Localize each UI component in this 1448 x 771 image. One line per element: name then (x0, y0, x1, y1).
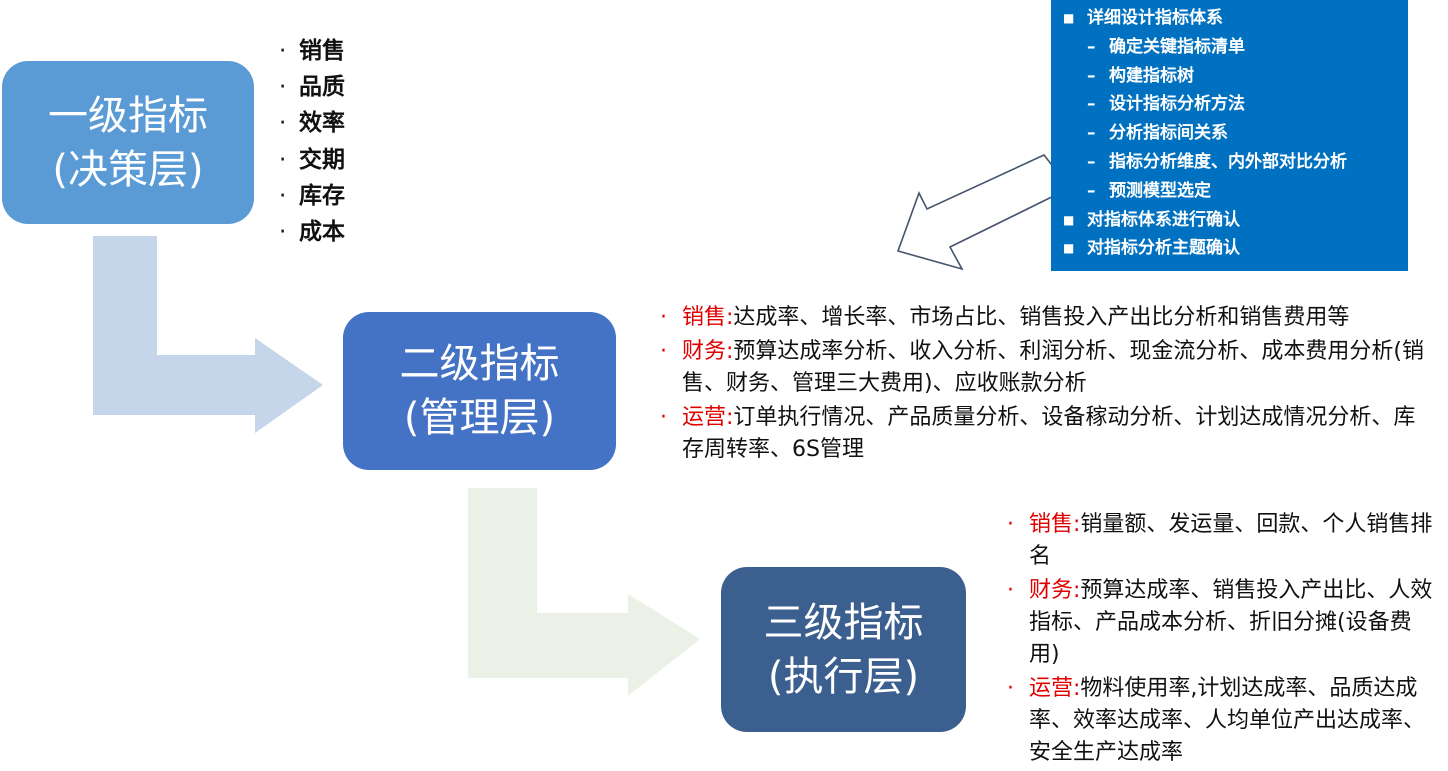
detail-text: 预算达成率分析、收入分析、利润分析、现金流分析、成本费用分析(销售、财务、管理三… (682, 339, 1425, 396)
bullet-dot-icon: · (279, 38, 287, 64)
level1-item: 交期 (299, 146, 345, 173)
level3-detail-list: · 销售:销量额、发运量、回款、个人销售排名 · 财务:预算达成率、销售投入产出… (1007, 509, 1435, 771)
detail-key: 运营: (682, 405, 734, 430)
task-subitem: –指标分析维度、内外部对比分析 (1051, 148, 1408, 177)
level2-detail-list: · 销售:达成率、增长率、市场占比、销售投入产出比分析和销售费用等 · 财务:预… (660, 302, 1435, 468)
bullet-dot-icon: · (279, 219, 287, 246)
level3-subtitle: (执行层) (767, 653, 920, 700)
bullet-dot-icon: · (1007, 512, 1014, 537)
level3-box: 三级指标 (执行层) (721, 567, 966, 732)
detail-text: 销量额、发运量、回款、个人销售排名 (1029, 512, 1433, 569)
bullet-dot-icon: · (660, 339, 667, 364)
task-text: 设计指标分析方法 (1109, 94, 1245, 115)
bullet-dot-icon: · (279, 182, 287, 209)
list-item: · 成本 (279, 214, 345, 250)
level2-box: 二级指标 (管理层) (343, 312, 616, 470)
bullet-dot-icon: · (1007, 578, 1014, 603)
list-item: · 品质 (279, 69, 345, 105)
bent-arrow-level1-to-level2 (93, 236, 323, 433)
level1-subtitle: (决策层) (52, 146, 204, 193)
task-text: 详细设计指标体系 (1087, 8, 1223, 28)
bullet-dot-icon: · (279, 110, 287, 137)
list-item: · 财务:预算达成率、销售投入产出比、人效指标、产品成本分析、折旧分摊(设备费用… (1007, 575, 1435, 671)
task-item: ■ 详细设计指标体系 (1051, 4, 1408, 33)
square-bullet-icon: ■ (1063, 212, 1075, 227)
level1-box: 一级指标 (决策层) (2, 61, 254, 224)
list-item: · 交期 (279, 142, 345, 178)
task-text: 对指标体系进行确认 (1087, 209, 1240, 230)
detail-key: 销售: (1029, 512, 1081, 537)
dash-bullet-icon: – (1087, 123, 1096, 144)
list-item: · 库存 (279, 178, 345, 214)
dash-bullet-icon: – (1087, 36, 1096, 57)
bullet-dot-icon: · (1007, 676, 1014, 701)
detail-key: 运营: (1029, 676, 1081, 701)
bullet-dot-icon: · (279, 74, 287, 101)
task-text: 预测模型选定 (1109, 180, 1211, 201)
task-text: 构建指标树 (1109, 65, 1194, 86)
bullet-dot-icon: · (660, 405, 667, 430)
dash-bullet-icon: – (1087, 151, 1096, 172)
dash-bullet-icon: – (1087, 94, 1096, 115)
dash-bullet-icon: – (1087, 180, 1096, 201)
task-text: 指标分析维度、内外部对比分析 (1109, 151, 1347, 172)
level2-title: 二级指标 (399, 341, 560, 387)
task-text: 分析指标间关系 (1109, 123, 1228, 144)
task-subitem: –分析指标间关系 (1051, 119, 1408, 148)
task-subitem: –预测模型选定 (1051, 177, 1408, 206)
hollow-arrow-from-taskbox (896, 154, 1072, 271)
task-text: 对指标分析主题确认 (1087, 238, 1240, 259)
level1-item: 成本 (299, 219, 345, 246)
level2-subtitle: (管理层) (403, 395, 556, 441)
task-box: ■详细设计指标体系 –确定关键指标清单 –构建指标树 –设计指标分析方法 –分析… (1051, 0, 1408, 271)
task-subitem: –确定关键指标清单 (1051, 33, 1408, 62)
level1-item: 效率 (299, 110, 345, 137)
detail-key: 财务: (682, 339, 734, 364)
bent-arrow-level2-to-level3 (468, 488, 700, 696)
level1-item: 销售 (299, 38, 345, 64)
detail-text: 订单执行情况、产品质量分析、设备稼动分析、计划达成情况分析、库存周转率、6S管理 (682, 405, 1416, 462)
dash-bullet-icon: – (1087, 65, 1096, 86)
detail-text: 预算达成率、销售投入产出比、人效指标、产品成本分析、折旧分摊(设备费用) (1029, 578, 1433, 667)
list-item: · 销售 (279, 33, 345, 69)
task-subitem: –构建指标树 (1051, 62, 1408, 91)
task-subitem: –设计指标分析方法 (1051, 90, 1408, 119)
list-item: · 销售:销量额、发运量、回款、个人销售排名 (1007, 509, 1435, 573)
detail-text: 达成率、增长率、市场占比、销售投入产出比分析和销售费用等 (733, 305, 1350, 330)
task-item: ■ 对指标分析主题确认 (1051, 234, 1408, 263)
level1-item: 库存 (299, 182, 345, 209)
level1-title: 一级指标 (48, 92, 208, 139)
list-item: · 运营:物料使用率,计划达成率、品质达成率、效率达成率、人均单位产出达成率、安… (1007, 673, 1435, 769)
list-item: · 运营:订单执行情况、产品质量分析、设备稼动分析、计划达成情况分析、库存周转率… (660, 402, 1435, 466)
detail-key: 财务: (1029, 578, 1081, 603)
level3-title: 三级指标 (763, 599, 924, 646)
level1-item-list: · 销售 · 品质 · 效率 · 交期 · 库存 · 成本 (279, 33, 345, 250)
bullet-dot-icon: · (660, 305, 667, 330)
task-text: 确定关键指标清单 (1109, 36, 1245, 57)
list-item: · 销售:达成率、增长率、市场占比、销售投入产出比分析和销售费用等 (660, 302, 1435, 334)
list-item: · 效率 (279, 105, 345, 141)
list-item: · 财务:预算达成率分析、收入分析、利润分析、现金流分析、成本费用分析(销售、财… (660, 336, 1435, 400)
square-bullet-icon: ■ (1063, 11, 1075, 25)
detail-key: 销售: (682, 305, 734, 330)
bullet-dot-icon: · (279, 146, 287, 173)
square-bullet-icon: ■ (1063, 241, 1075, 256)
task-item: ■ 对指标体系进行确认 (1051, 206, 1408, 235)
level1-item: 品质 (299, 74, 345, 101)
detail-text: 物料使用率,计划达成率、品质达成率、效率达成率、人均单位产出达成率、安全生产达成… (1029, 676, 1426, 765)
